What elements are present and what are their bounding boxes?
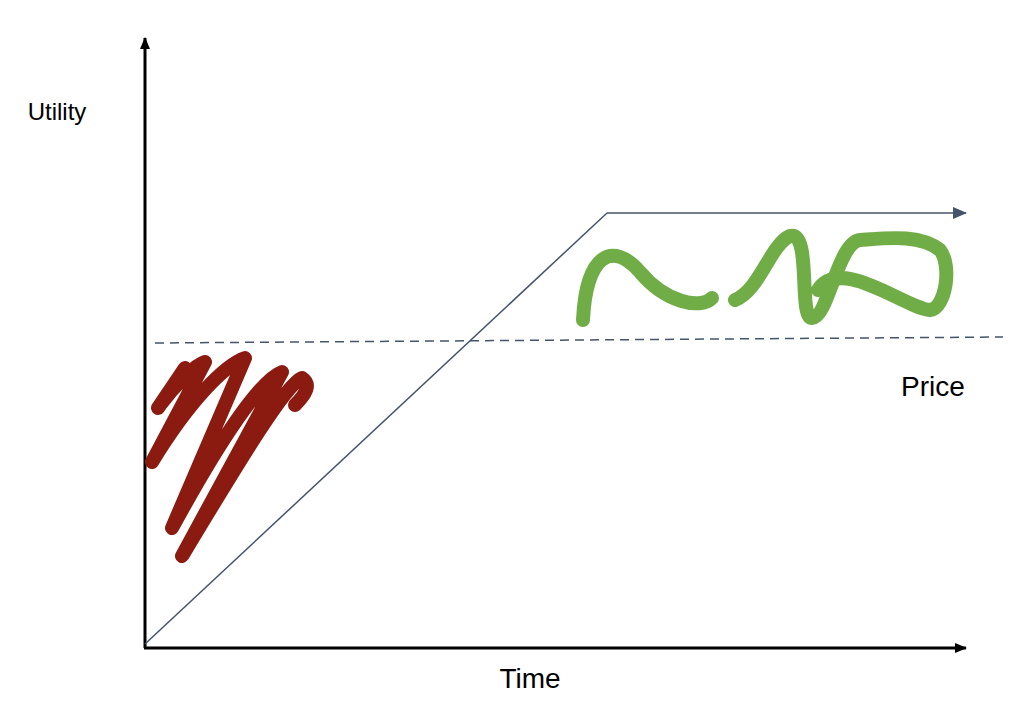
utility-plateau (607, 212, 966, 214)
label-slot: Time (499, 662, 560, 696)
y-axis (144, 38, 147, 648)
green-scribble (583, 236, 946, 320)
axis-label: Utility (28, 98, 87, 127)
label-slot: Price (901, 370, 965, 404)
price-line (155, 337, 1003, 343)
red-scribble (152, 358, 307, 556)
axis-label: Time (499, 662, 560, 696)
utility-ramp (145, 213, 607, 644)
x-axis (144, 647, 966, 650)
label-slot: Utility (28, 98, 87, 127)
line-label: Price (901, 370, 965, 404)
